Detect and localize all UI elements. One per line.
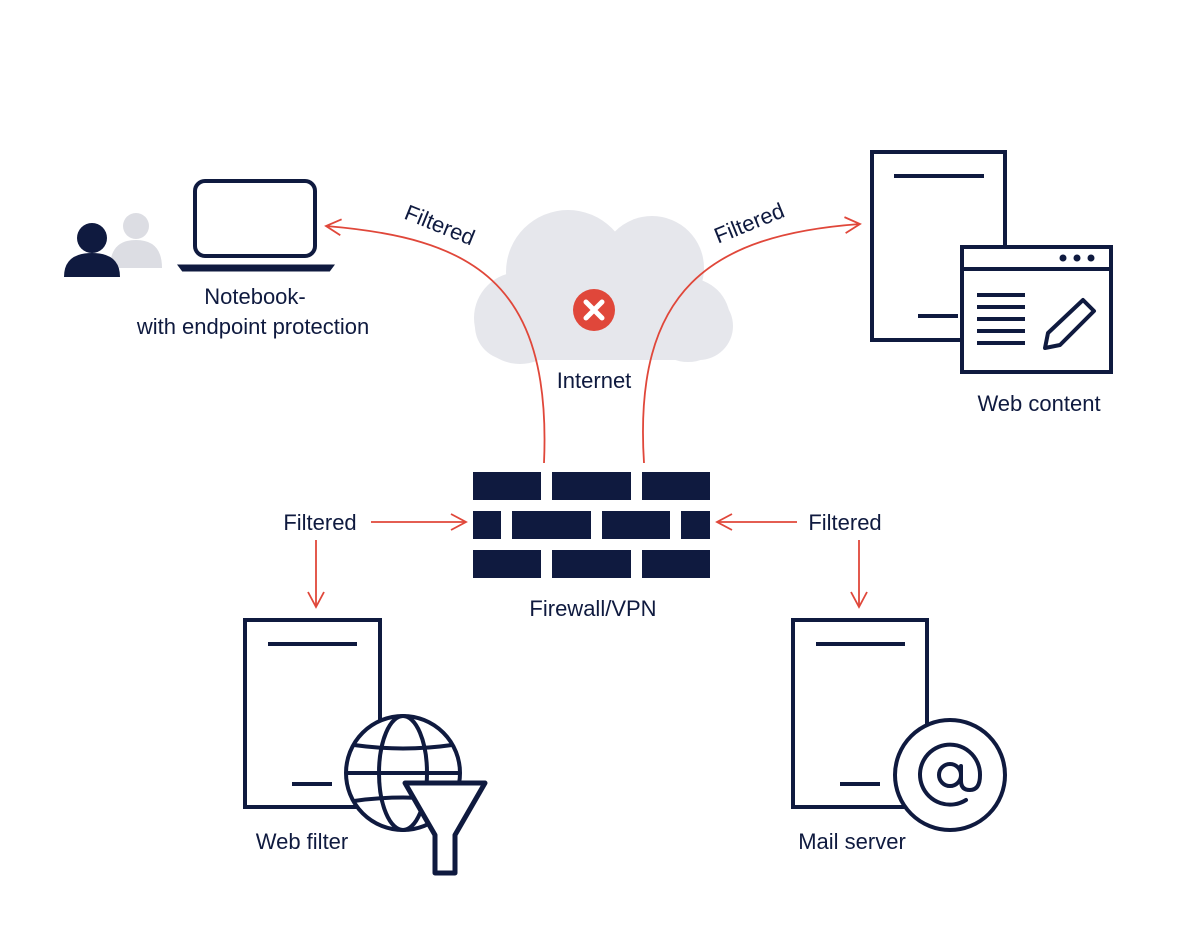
globe-funnel-icon [243, 618, 488, 876]
notebook-label-line1: Notebook- [204, 284, 306, 309]
web-content-icon [870, 150, 1113, 374]
firewall-label: Firewall/VPN [529, 596, 656, 621]
edge-label-mail-server: Filtered [808, 510, 881, 535]
user-light-icon [110, 213, 162, 268]
notebook-label-line2: with endpoint protection [136, 314, 369, 339]
internet-label: Internet [557, 368, 632, 393]
mail-server-label: Mail server [798, 829, 906, 854]
pencil-icon [1043, 298, 1096, 350]
web-content-label: Web content [977, 391, 1100, 416]
at-symbol [918, 742, 983, 807]
laptop-icon [177, 179, 335, 272]
user-dark-icon [64, 223, 120, 277]
arrow-firewall-to-web-content [642, 216, 862, 464]
edge-label-web-content: Filtered [710, 198, 787, 249]
brick-wall-icon [473, 472, 710, 578]
cloud-icon [474, 210, 733, 364]
error-x-icon [573, 289, 615, 331]
users-icon [64, 213, 162, 277]
funnel-icon [402, 780, 488, 876]
edge-label-notebook: Filtered [401, 200, 478, 251]
at-sign-icon [791, 618, 1007, 832]
web-filter-label: Web filter [256, 829, 349, 854]
browser-window-icon [960, 245, 1113, 374]
edge-label-web-filter: Filtered [283, 510, 356, 535]
arrow-firewall-to-notebook [324, 218, 546, 464]
